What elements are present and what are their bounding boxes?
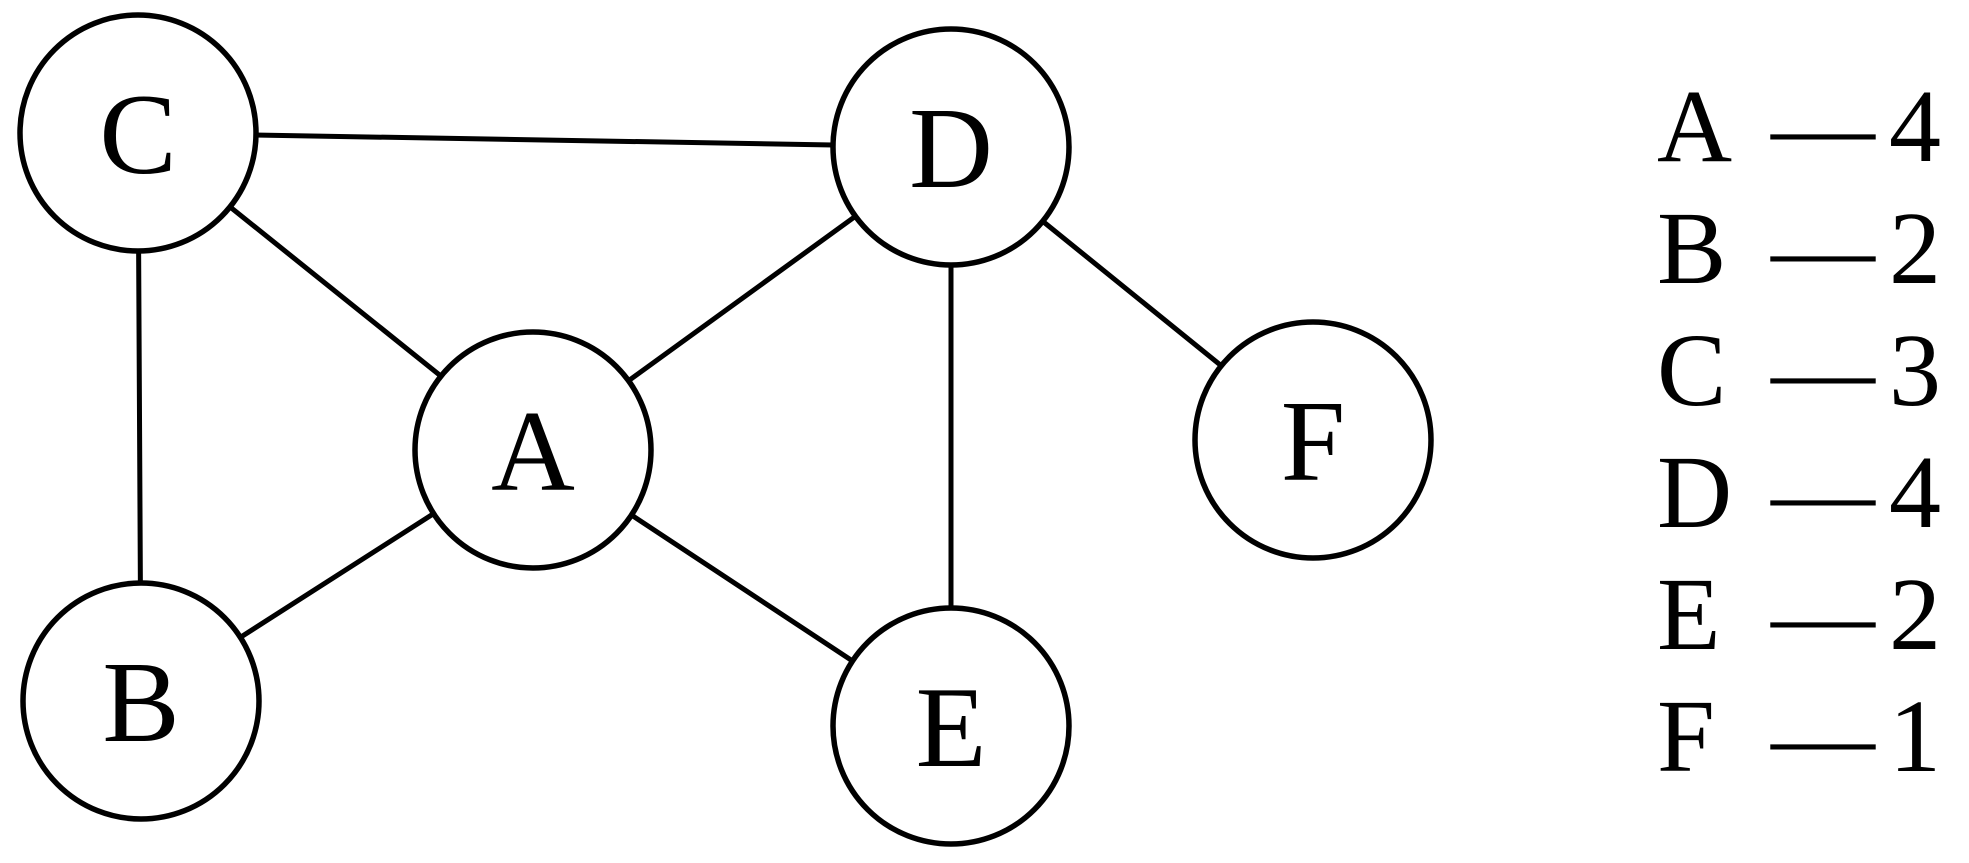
node-circle-B xyxy=(20,580,262,822)
legend-node-letter: F xyxy=(1657,679,1715,794)
legend-row-C: C —3 xyxy=(1657,310,1941,432)
legend-separator-dash: — xyxy=(1771,69,1875,184)
node-D: D xyxy=(830,26,1072,268)
node-circle-F xyxy=(1192,319,1434,561)
node-label-D: D xyxy=(909,85,993,213)
node-label-F: F xyxy=(1281,378,1346,506)
legend-degree-value: 3 xyxy=(1889,313,1941,428)
legend-row-B: B —2 xyxy=(1657,188,1941,310)
legend-row-F: F —1 xyxy=(1657,676,1941,798)
legend-degree-value: 2 xyxy=(1889,557,1941,672)
node-label-E: E xyxy=(916,664,987,792)
legend-separator-dash: — xyxy=(1771,557,1875,672)
node-label-B: B xyxy=(102,639,179,767)
legend-node-letter: D xyxy=(1657,435,1733,550)
node-F: F xyxy=(1192,319,1434,561)
node-label-C: C xyxy=(99,71,176,199)
legend-separator-dash: — xyxy=(1771,435,1875,550)
legend-degree-value: 2 xyxy=(1889,191,1941,306)
edge-C-D xyxy=(135,130,954,150)
node-circle-C xyxy=(17,12,259,254)
node-circle-E xyxy=(830,605,1072,847)
legend-separator-dash: — xyxy=(1771,191,1875,306)
legend-separator-dash: — xyxy=(1771,313,1875,428)
legend-degree-value: 1 xyxy=(1889,679,1941,794)
node-circle-D xyxy=(830,26,1072,268)
legend-separator-dash: — xyxy=(1771,679,1875,794)
legend-row-D: D —4 xyxy=(1657,432,1941,554)
legend-degree-value: 4 xyxy=(1889,435,1941,550)
node-circle-A xyxy=(412,329,654,571)
node-A: A xyxy=(412,329,654,571)
node-B: B xyxy=(20,580,262,822)
legend-node-letter: A xyxy=(1657,69,1733,184)
node-C: C xyxy=(17,12,259,254)
node-E: E xyxy=(830,605,1072,847)
legend-node-letter: C xyxy=(1657,313,1727,428)
legend-node-letter: E xyxy=(1657,557,1721,672)
legend-node-letter: B xyxy=(1657,191,1727,306)
legend-row-A: A —4 xyxy=(1657,66,1941,188)
legend-row-E: E —2 xyxy=(1657,554,1941,676)
legend-degree-value: 4 xyxy=(1889,69,1941,184)
node-label-A: A xyxy=(491,388,575,516)
